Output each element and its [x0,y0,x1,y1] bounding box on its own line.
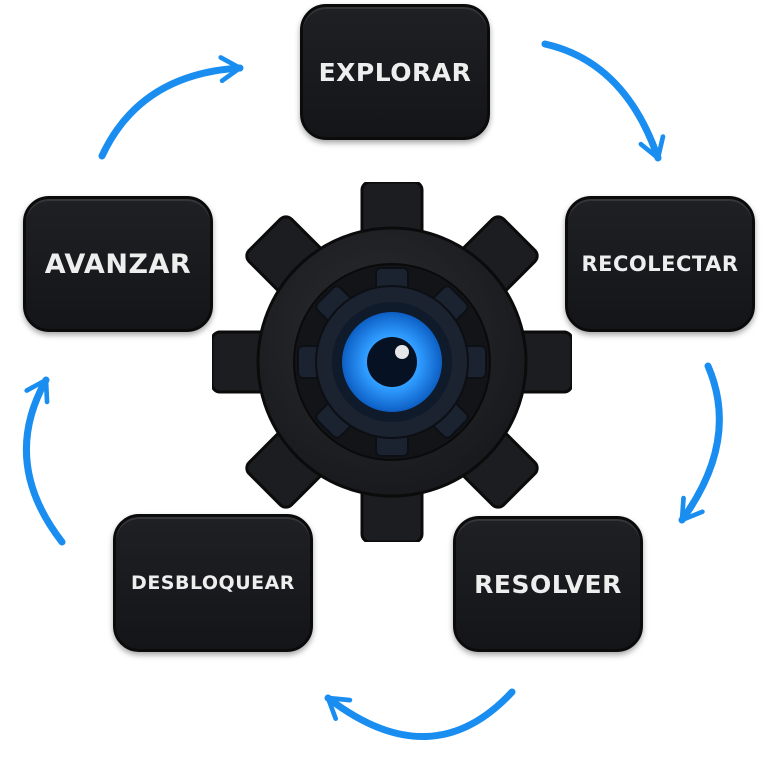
step-avanzar: AVANZAR [23,196,213,332]
step-desbloquear: DESBLOQUEAR [113,514,313,652]
step-desbloquear-label: DESBLOQUEAR [131,572,295,594]
gear-with-eye-icon [212,182,572,542]
arrow-resolver-to-desbloquear [324,688,516,740]
arrow-avanzar-to-explorar [98,55,244,160]
step-explorar-label: EXPLORAR [318,57,472,87]
step-recolectar: RECOLECTAR [565,196,755,332]
arrow-recolectar-to-resolver [678,362,723,524]
step-explorar: EXPLORAR [300,4,490,140]
step-resolver-label: RESOLVER [474,569,622,599]
step-resolver: RESOLVER [453,516,643,652]
step-avanzar-label: AVANZAR [44,248,192,280]
arrow-desbloquear-to-avanzar [22,376,66,546]
eye-highlight [395,345,409,359]
step-recolectar-label: RECOLECTAR [581,252,739,276]
arrow-explorar-to-recolectar [541,40,666,162]
eye-pupil [367,337,417,387]
